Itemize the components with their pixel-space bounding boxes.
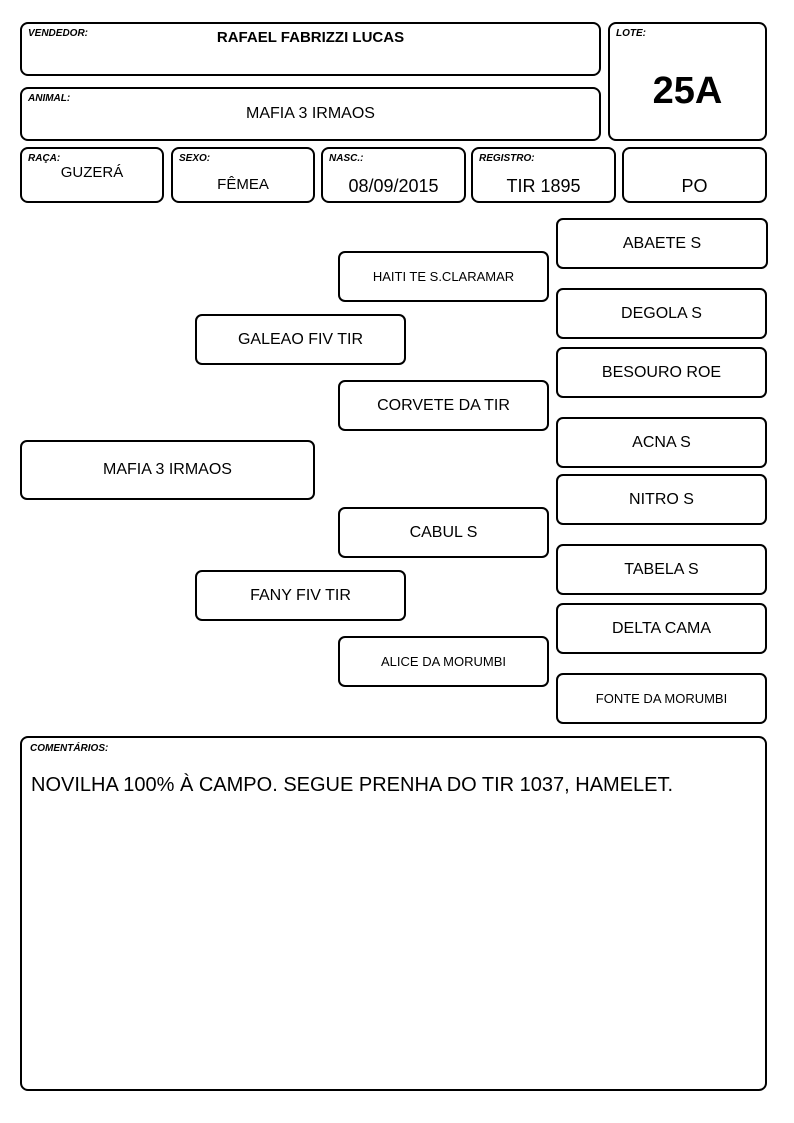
animal-value: MAFIA 3 IRMAOS [246, 105, 375, 122]
vendedor-value: RAFAEL FABRIZZI LUCAS [216, 29, 405, 46]
pedigree-dam-sire: CABUL S [338, 507, 549, 558]
pedigree-ggp-1: ABAETE S [556, 218, 768, 269]
lote-label: LOTE: [616, 28, 646, 39]
registro-value: TIR 1895 [506, 176, 581, 196]
categoria-box: PO [622, 147, 767, 203]
nasc-label: NASC.: [329, 153, 364, 164]
categoria-value: PO [681, 176, 708, 196]
animal-label: ANIMAL: [28, 93, 71, 104]
raca-value: GUZERÁ [60, 164, 124, 181]
vendedor-box: VENDEDOR: RAFAEL FABRIZZI LUCAS [20, 22, 601, 76]
pedigree-sire: GALEAO FIV TIR [195, 314, 406, 365]
pedigree-ggp-4: ACNA S [556, 417, 767, 468]
pedigree-ggp-5: NITRO S [556, 474, 767, 525]
sexo-value: FÊMEA [217, 176, 269, 193]
pedigree-sire-sire: HAITI TE S.CLARAMAR [338, 251, 549, 302]
vendedor-label: VENDEDOR: [28, 28, 89, 39]
pedigree-ggp-8: FONTE DA MORUMBI [556, 673, 767, 724]
pedigree-dam: FANY FIV TIR [195, 570, 406, 621]
raca-box: RAÇA: GUZERÁ [20, 147, 164, 203]
registro-label: REGISTRO: [479, 153, 535, 164]
raca-label: RAÇA: [28, 153, 61, 164]
nasc-box: NASC.: 08/09/2015 [321, 147, 466, 203]
pedigree-animal: MAFIA 3 IRMAOS [20, 440, 315, 500]
pedigree-ggp-7: DELTA CAMA [556, 603, 767, 654]
pedigree-ggp-6: TABELA S [556, 544, 767, 595]
registro-box: REGISTRO: TIR 1895 [471, 147, 616, 203]
comments-box: COMENTÁRIOS: NOVILHA 100% À CAMPO. SEGUE… [20, 736, 767, 1091]
pedigree-ggp-3: BESOURO ROE [556, 347, 767, 398]
pedigree-ggp-2: DEGOLA S [556, 288, 767, 339]
comments-text: NOVILHA 100% À CAMPO. SEGUE PRENHA DO TI… [31, 774, 674, 796]
lote-box: LOTE: 25A [608, 22, 767, 141]
lote-value: 25A [652, 70, 723, 112]
sexo-box: SEXO: FÊMEA [171, 147, 315, 203]
sexo-label: SEXO: [179, 153, 211, 164]
comments-label: COMENTÁRIOS: [30, 743, 109, 754]
pedigree-sire-dam: CORVETE DA TIR [338, 380, 549, 431]
animal-box: ANIMAL: MAFIA 3 IRMAOS [20, 87, 601, 141]
nasc-value: 08/09/2015 [348, 176, 439, 196]
pedigree-dam-dam: ALICE DA MORUMBI [338, 636, 549, 687]
